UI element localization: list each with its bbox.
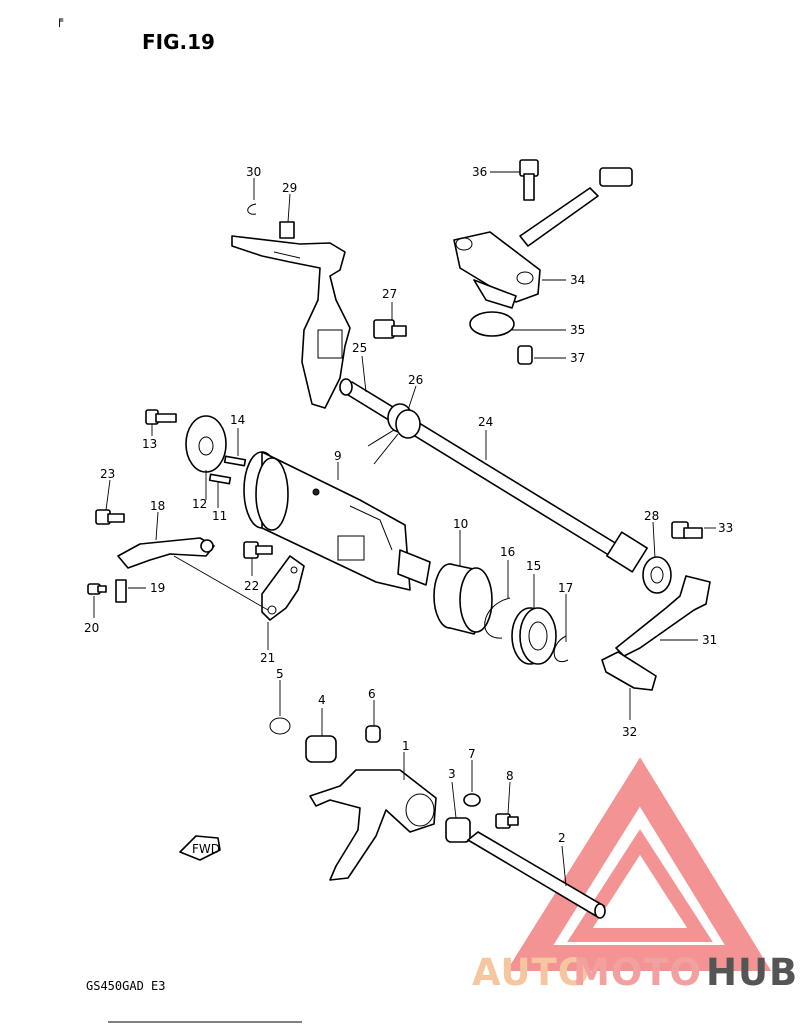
watermark-triangle-outer	[506, 757, 772, 971]
watermark-triangle-inner	[567, 829, 713, 942]
callout-29: 29	[282, 181, 297, 195]
needle-bearing	[433, 563, 493, 635]
cam-guide-plate	[185, 415, 227, 473]
cam-stopper-plate	[231, 235, 351, 409]
watermark-logo	[506, 757, 772, 971]
watermark-text-auto: AUTO	[472, 951, 590, 994]
fwd-label: FWD	[192, 842, 220, 856]
cam-roller	[305, 735, 337, 763]
callout-31: 31	[702, 633, 717, 647]
callout-7: 7	[468, 747, 476, 761]
figure-title: FIG.19	[142, 30, 215, 54]
callout-37: 37	[570, 351, 585, 365]
watermark-text-moto: MOTO	[573, 951, 702, 994]
callout-14: 14	[230, 413, 245, 427]
stopper-plate	[261, 555, 305, 621]
callout-24: 24	[478, 415, 493, 429]
callout-33: 33	[718, 521, 733, 535]
callout-9: 9	[334, 449, 342, 463]
clip-29	[279, 221, 295, 239]
dowel-pin	[517, 345, 533, 365]
callout-19: 19	[150, 581, 165, 595]
pin-14	[223, 455, 247, 467]
callout-16: 16	[500, 545, 515, 559]
callout-27: 27	[382, 287, 397, 301]
leader-lines	[93, 171, 716, 887]
clip-5	[269, 717, 291, 735]
pin-11	[208, 473, 232, 485]
callout-15: 15	[526, 559, 541, 573]
model-code: GS450GAD E3	[86, 979, 165, 993]
callout-8: 8	[506, 769, 514, 783]
callout-20: 20	[84, 621, 99, 635]
o-ring	[469, 311, 515, 337]
return-spring	[367, 403, 421, 465]
fork-collar	[445, 817, 471, 843]
callout-13: 13	[142, 437, 157, 451]
neutral-switch-contact	[373, 319, 407, 339]
screw-8	[495, 813, 519, 829]
ball-bearing	[511, 607, 557, 665]
oil-seal	[642, 556, 672, 594]
callout-10: 10	[453, 517, 468, 531]
bolt-36	[519, 159, 539, 201]
callout-21: 21	[260, 651, 275, 665]
shift-drum	[243, 451, 431, 591]
bolt-22	[243, 541, 273, 559]
callout-32: 32	[622, 725, 637, 739]
callout-1: 1	[402, 739, 410, 753]
callout-25: 25	[352, 341, 367, 355]
cam-bolt	[145, 409, 177, 425]
circlip-16	[484, 597, 511, 639]
callout-17: 17	[558, 581, 573, 595]
callout-12: 12	[192, 497, 207, 511]
callout-2: 2	[558, 831, 566, 845]
watermark-text-hub: HUB	[706, 951, 798, 994]
clip-30	[247, 203, 257, 215]
callout-28: 28	[644, 509, 659, 523]
callout-36: 36	[472, 165, 487, 179]
shift-fork	[309, 769, 437, 881]
washer	[463, 793, 481, 807]
stopper-arm	[117, 537, 215, 569]
fwd-arrow-icon: FWD	[179, 835, 221, 861]
callout-6: 6	[368, 687, 376, 701]
callout-22: 22	[244, 579, 259, 593]
corner-mark: ╒	[56, 13, 64, 27]
bolt-23	[95, 509, 125, 525]
callout-11: 11	[212, 509, 227, 523]
callout-23: 23	[100, 467, 115, 481]
bolt-20	[87, 583, 107, 595]
gearshift-lever	[615, 575, 711, 657]
callout-18: 18	[150, 499, 165, 513]
callout-4: 4	[318, 693, 326, 707]
callout-26: 26	[408, 373, 423, 387]
callout-35: 35	[570, 323, 585, 337]
shift-pedal-rubber	[601, 651, 657, 691]
callout-5: 5	[276, 667, 284, 681]
bolt-33	[671, 521, 703, 539]
stopper-spring	[115, 579, 127, 603]
circlip-17	[553, 635, 569, 663]
callout-34: 34	[570, 273, 585, 287]
guide-pin	[365, 725, 381, 743]
gear-position-switch	[453, 167, 633, 309]
callout-30: 30	[246, 165, 261, 179]
callout-numbers: 1 2 3 4 5 6 7 8 9 10 11 12 13 14 15 16 1…	[84, 165, 733, 845]
callout-3: 3	[448, 767, 456, 781]
